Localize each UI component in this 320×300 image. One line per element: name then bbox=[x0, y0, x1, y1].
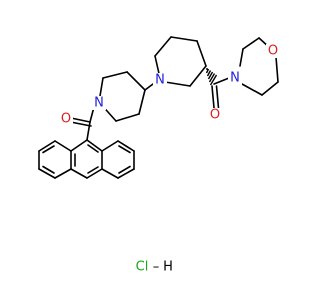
bond bbox=[42, 165, 55, 174]
bond bbox=[196, 40, 207, 67]
bond bbox=[86, 139, 103, 152]
bond bbox=[164, 81, 191, 87]
bond bbox=[117, 140, 135, 152]
bond bbox=[138, 89, 146, 115]
bond bbox=[239, 48, 244, 67]
bond bbox=[38, 168, 56, 179]
salt-bond-dash: – bbox=[153, 260, 160, 275]
bond bbox=[242, 37, 260, 50]
bond bbox=[87, 144, 99, 153]
bond bbox=[275, 56, 279, 83]
bond bbox=[170, 36, 198, 42]
atom-o-carbonyl-right: O bbox=[210, 108, 220, 123]
atom-n-morpholine: N bbox=[230, 71, 240, 86]
bond bbox=[126, 71, 146, 91]
bond bbox=[211, 85, 215, 109]
molecule-drawing: N N N O O O Cl – H bbox=[38, 36, 280, 275]
bond bbox=[86, 168, 103, 179]
bond bbox=[154, 36, 172, 57]
bond bbox=[115, 113, 140, 122]
atom-o-morpholine: O bbox=[268, 44, 278, 59]
bond bbox=[189, 65, 207, 87]
bond bbox=[101, 140, 119, 152]
bond bbox=[54, 140, 72, 152]
salt-hydrogen: H bbox=[163, 260, 173, 275]
atom-n-piperidine-right: N bbox=[155, 73, 165, 88]
bond-layer bbox=[38, 36, 279, 179]
bond bbox=[54, 168, 72, 179]
bond bbox=[42, 145, 55, 154]
atom-n-piperidine-left: N bbox=[94, 96, 104, 111]
bond bbox=[70, 139, 88, 152]
bond bbox=[87, 166, 99, 174]
bond bbox=[144, 83, 154, 91]
bond bbox=[215, 85, 220, 109]
bond bbox=[38, 140, 56, 152]
atom-label-layer: N N N O O O bbox=[59, 44, 280, 127]
hydrochloride-salt: Cl – H bbox=[136, 260, 173, 275]
bond bbox=[102, 71, 128, 79]
bond bbox=[72, 121, 92, 127]
bond bbox=[213, 77, 230, 85]
bond bbox=[70, 117, 91, 123]
bond bbox=[117, 168, 135, 179]
structure-canvas: N N N O O O Cl – H bbox=[38, 36, 280, 275]
hashed-wedge-bond bbox=[205, 68, 218, 86]
bond bbox=[101, 168, 119, 179]
atom-o-carbonyl-left: O bbox=[61, 112, 71, 127]
bond bbox=[86, 121, 91, 141]
salt-chlorine: Cl bbox=[136, 260, 149, 275]
bond bbox=[241, 83, 263, 96]
bond bbox=[70, 168, 88, 179]
bond bbox=[261, 81, 279, 96]
bond bbox=[118, 145, 131, 154]
bond bbox=[118, 165, 131, 174]
